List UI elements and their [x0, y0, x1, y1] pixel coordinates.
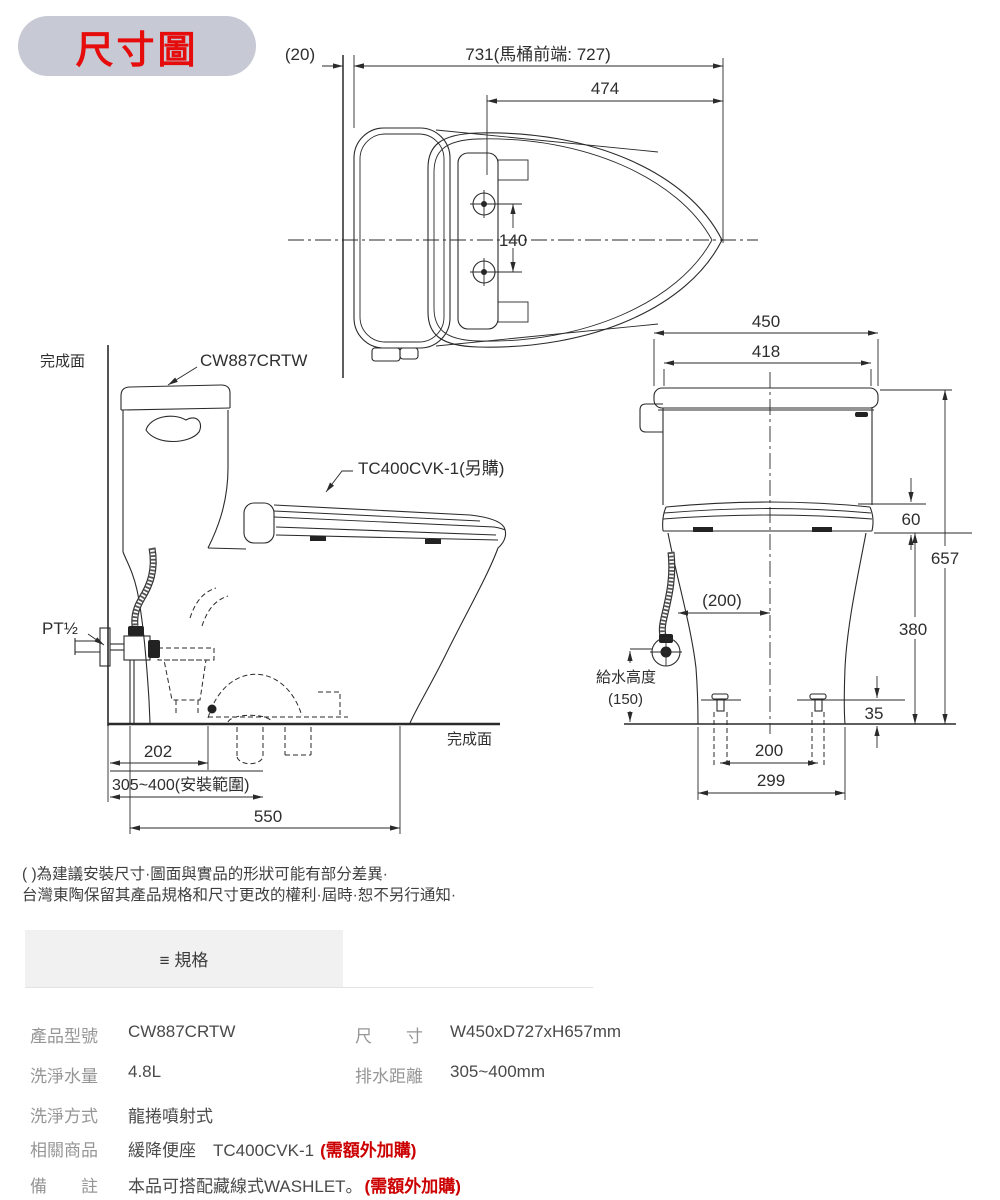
supply-height-value: (150)	[608, 691, 643, 708]
side-supply-thread-label: PT½	[42, 619, 78, 638]
dim-202: 202	[144, 742, 172, 761]
spec-row-related: 相關商品 緩降便座 TC400CVK-1(需額外加購)	[0, 1136, 1000, 1160]
side-floor-label: 完成面	[447, 731, 492, 748]
spec-value: 305~400mm	[450, 1062, 545, 1081]
dim-380: 380	[899, 620, 927, 639]
dim-hinge-pitch: 140	[499, 231, 527, 250]
floor-bolt-caps	[701, 693, 905, 768]
spec-row-remark: 備 註 本品可搭配藏線式WASHLET。(需額外加購)	[0, 1172, 1000, 1196]
spec-value: CW887CRTW	[128, 1022, 236, 1041]
front-supply-hose	[658, 551, 676, 637]
dim-418: 418	[752, 342, 780, 361]
spec-label: 排水距離	[355, 1067, 423, 1086]
spec-header-underline	[25, 987, 593, 988]
spec-value: 緩降便座 TC400CVK-1(需額外加購)	[128, 1141, 417, 1160]
spec-value: 4.8L	[128, 1062, 162, 1081]
dim-657: 657	[931, 549, 959, 568]
spec-extra-purchase-note: (需額外加購)	[320, 1141, 417, 1160]
page-title: 尺寸圖	[75, 29, 199, 72]
dim-wall-gap: (20)	[285, 45, 315, 64]
note-line-1: ( )為建議安裝尺寸·圖面與實品的形狀可能有部分差異·	[22, 866, 388, 883]
spec-row-model: 產品型號 CW887CRTW 尺 寸 W450xD727xH657mm	[0, 1022, 1000, 1046]
side-supply-hose	[131, 547, 157, 627]
spec-value: 龍捲噴射式	[128, 1107, 213, 1126]
spec-header-label: ≡ 規格	[159, 951, 209, 970]
spec-row-water: 洗淨水量 4.8L 排水距離 305~400mm	[0, 1062, 1000, 1086]
spec-label: 尺 寸	[355, 1027, 423, 1046]
spec-header-tab: ≡ 規格	[25, 930, 343, 988]
dim-35: 35	[865, 704, 884, 723]
dim-supply-offset: (200)	[702, 591, 742, 610]
side-seat-label: TC400CVK-1(另購)	[358, 459, 504, 478]
spec-label: 洗淨方式	[30, 1107, 98, 1126]
note-line-2: 台灣東陶保留其產品規格和尺寸更改的權利·屆時·恕不另行通知·	[22, 887, 456, 904]
dim-550: 550	[254, 807, 282, 826]
side-view-drawing: 完成面	[40, 345, 507, 834]
spec-label: 備 註	[30, 1177, 98, 1196]
dim-rough-in: 305~400(安裝範圍)	[112, 776, 249, 794]
supply-height-label: 給水高度	[596, 669, 656, 686]
dimension-diagram: (20) 731(馬桶前端: 727) 474 140 完成面	[40, 45, 972, 834]
spec-table: 產品型號 CW887CRTW 尺 寸 W450xD727xH657mm 洗淨水量…	[0, 1012, 1000, 1200]
spec-value: 本品可搭配藏線式WASHLET。(需額外加購)	[128, 1177, 461, 1196]
dim-60: 60	[902, 510, 921, 529]
dim-base-width: 299	[757, 771, 785, 790]
front-view-drawing: 450 418	[596, 312, 972, 800]
spec-label: 洗淨水量	[30, 1067, 98, 1086]
spec-label: 產品型號	[30, 1027, 98, 1046]
spec-label: 相關商品	[30, 1141, 98, 1160]
dim-bolt-pitch: 200	[755, 741, 783, 760]
top-view-drawing: (20) 731(馬桶前端: 727) 474 140	[285, 45, 758, 378]
side-model-label: CW887CRTW	[200, 351, 307, 370]
dim-overall-depth: 731(馬桶前端: 727)	[465, 45, 611, 64]
spec-extra-purchase-note: (需額外加購)	[364, 1177, 461, 1196]
dim-seat-depth: 474	[591, 79, 619, 98]
side-wall-label: 完成面	[40, 353, 85, 370]
title-pill: 尺寸圖	[18, 16, 256, 76]
dim-450: 450	[752, 312, 780, 331]
spec-row-flush-type: 洗淨方式 龍捲噴射式	[0, 1102, 1000, 1126]
spec-value: W450xD727xH657mm	[450, 1022, 622, 1041]
notes: ( )為建議安裝尺寸·圖面與實品的形狀可能有部分差異· 台灣東陶保留其產品規格和…	[22, 864, 456, 906]
